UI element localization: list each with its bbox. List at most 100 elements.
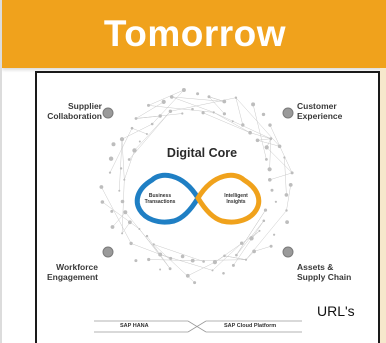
network-link — [171, 96, 214, 113]
network-node — [161, 99, 166, 104]
network-node — [235, 253, 238, 257]
label-assets-supply-chain: Assets & Supply Chain — [297, 262, 352, 282]
network-node — [222, 272, 225, 275]
network-node — [110, 209, 114, 213]
network-link — [266, 147, 293, 174]
header-band — [2, 0, 386, 68]
label-intelligent-insights: Intelligent Insights — [224, 193, 248, 205]
network-node — [284, 193, 289, 197]
network-node — [273, 233, 276, 236]
network-node — [268, 123, 272, 127]
network-node — [169, 95, 174, 99]
network-link — [131, 243, 171, 259]
network-link — [286, 184, 291, 211]
network-link — [192, 259, 247, 261]
network-node — [234, 96, 238, 99]
network-node — [168, 267, 172, 271]
network-node — [231, 263, 235, 267]
network-link — [125, 212, 161, 255]
network-node — [127, 158, 131, 161]
network-node — [190, 258, 195, 263]
platform-chevron — [187, 320, 207, 333]
network-node — [201, 111, 205, 115]
network-link — [284, 157, 287, 195]
network-node — [248, 130, 252, 135]
hub-node-bottom-right — [282, 246, 294, 258]
network-node — [270, 188, 274, 192]
network-link — [121, 179, 125, 234]
network-node — [150, 122, 154, 126]
network-node — [285, 209, 288, 212]
network-link — [119, 139, 123, 191]
network-node — [285, 220, 289, 225]
label-supplier-collaboration: Supplier Collaboration — [47, 101, 102, 121]
network-link — [269, 138, 272, 170]
network-link — [131, 127, 147, 135]
network-node — [261, 112, 266, 117]
network-node — [138, 228, 141, 230]
side-strip — [380, 68, 386, 343]
network-node — [269, 137, 273, 141]
label-workforce-engagement: Workforce Engagement — [46, 262, 98, 282]
network-node — [255, 138, 260, 143]
url-note: URL's — [317, 303, 355, 319]
network-node — [262, 219, 266, 223]
network-link — [134, 111, 171, 151]
network-node — [145, 234, 149, 238]
network-node — [130, 126, 134, 130]
network-node — [251, 102, 256, 107]
network-node — [223, 254, 226, 258]
network-node — [120, 199, 125, 204]
network-node — [231, 120, 234, 123]
network-node — [108, 171, 112, 174]
network-node — [268, 178, 272, 182]
network-node — [288, 183, 293, 187]
network-node — [158, 252, 163, 257]
network-link — [235, 97, 280, 147]
network-node — [181, 112, 184, 115]
network-link — [153, 244, 204, 262]
network-node — [119, 167, 123, 170]
network-link — [233, 220, 265, 266]
network-link — [252, 104, 267, 160]
network-node — [138, 140, 141, 143]
network-node — [134, 259, 138, 263]
network-node — [168, 109, 173, 114]
network-dots — [99, 88, 294, 285]
network-node — [147, 257, 151, 262]
network-node — [212, 260, 217, 265]
network-link — [269, 124, 293, 174]
network-lines — [101, 89, 293, 283]
network-node — [111, 142, 116, 147]
network-link — [160, 254, 213, 271]
network-node — [134, 117, 138, 120]
network-link — [187, 261, 216, 277]
network-link — [124, 150, 135, 180]
network-link — [257, 138, 271, 141]
network-node — [222, 99, 227, 104]
network-link — [121, 123, 153, 140]
network-link — [269, 172, 293, 181]
network-link — [102, 201, 140, 230]
network-node — [152, 243, 155, 246]
label-business-transactions: Business Transactions — [144, 193, 176, 205]
network-node — [258, 229, 261, 232]
network-node — [185, 273, 190, 278]
network-node — [212, 111, 215, 114]
network-node — [269, 244, 273, 248]
network-node — [145, 133, 148, 135]
network-node — [169, 256, 173, 260]
network-node — [128, 220, 132, 225]
network-node — [100, 200, 105, 204]
network-link — [208, 96, 225, 114]
diagram-frame — [35, 71, 380, 343]
network-node — [181, 88, 186, 92]
network-link — [112, 212, 126, 228]
network-node — [249, 236, 254, 241]
network-link — [121, 222, 131, 234]
slide-title: Tomorrow — [103, 13, 287, 54]
network-link — [135, 101, 164, 119]
network-node — [158, 114, 162, 118]
